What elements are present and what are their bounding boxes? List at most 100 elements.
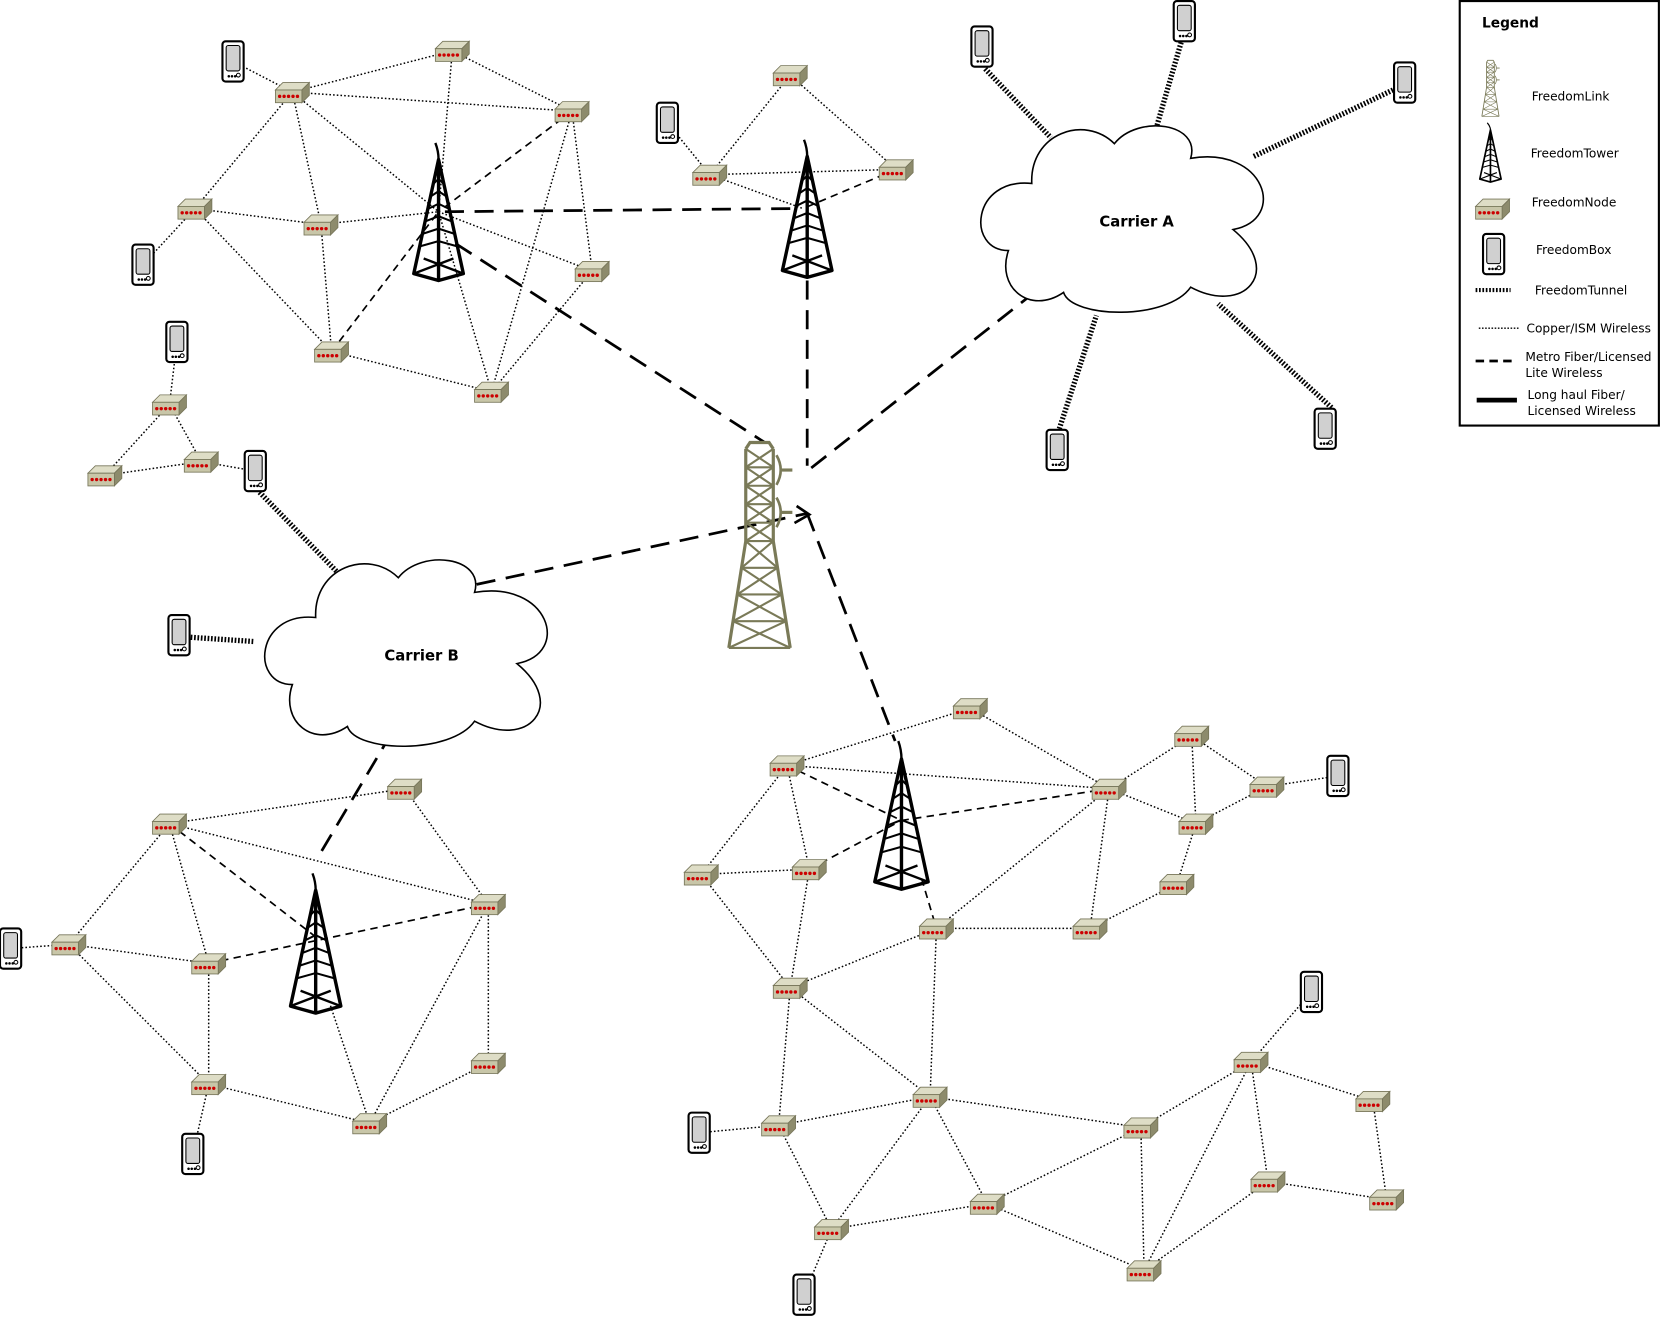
freedom-link-tower[interactable] <box>727 440 793 649</box>
freedom-node-icon[interactable] <box>190 952 227 975</box>
freedom-box-icon[interactable] <box>221 40 245 83</box>
freedom-tower-icon[interactable] <box>873 740 930 891</box>
legend-freedom-box-icon[interactable] <box>1481 232 1506 276</box>
freedom-tower-icon[interactable] <box>780 139 834 280</box>
arrowhead-icon <box>793 504 812 525</box>
freedom-box-icon[interactable] <box>243 449 267 493</box>
copper-ism-link <box>68 943 209 965</box>
metro-fiber-link <box>438 110 573 213</box>
freedom-node-icon[interactable] <box>386 778 423 801</box>
freedom-node-icon[interactable] <box>183 451 220 474</box>
copper-ism-link <box>1267 1180 1387 1201</box>
legend-freedom-node-icon[interactable] <box>1474 198 1511 221</box>
legend-label-freedomlink: FreedomLink <box>1532 90 1610 104</box>
legend-freedom-tower-icon[interactable] <box>1478 122 1502 183</box>
copper-ism-link <box>969 707 1110 790</box>
copper-ism-link <box>451 50 573 112</box>
freedom-node-icon[interactable] <box>769 754 806 778</box>
freedom-node-icon[interactable] <box>470 893 507 916</box>
freedom-node-icon[interactable] <box>772 64 809 87</box>
freedom-node-icon[interactable] <box>1248 776 1285 799</box>
freedom-node-icon[interactable] <box>878 158 915 181</box>
freedom-node-icon[interactable] <box>176 198 213 221</box>
freedom-box-icon[interactable] <box>687 1111 711 1154</box>
legend-label-copper: Copper/ISM Wireless <box>1526 321 1650 335</box>
copper-ism-link <box>320 210 439 226</box>
freedom-node-icon[interactable] <box>1158 873 1195 896</box>
freedom-node-icon[interactable] <box>683 863 720 887</box>
freedom-box-icon[interactable] <box>131 243 155 286</box>
freedom-node-icon[interactable] <box>190 1073 227 1096</box>
freedom-node-icon[interactable] <box>274 81 311 104</box>
freedom-node-icon[interactable] <box>151 813 188 836</box>
freedom-node-icon[interactable] <box>760 1114 797 1137</box>
freedom-node-icon[interactable] <box>434 40 471 63</box>
freedom-node-icon[interactable] <box>691 164 728 187</box>
freedom-box-icon[interactable] <box>1299 970 1324 1014</box>
freedom-node-icon[interactable] <box>1091 778 1128 801</box>
freedom-node-icon[interactable] <box>918 917 955 941</box>
freedom-box-icon[interactable] <box>167 614 191 657</box>
copper-ism-link <box>986 1126 1142 1205</box>
freedom-node-icon[interactable] <box>50 933 87 956</box>
freedom-node-icon[interactable] <box>554 100 591 123</box>
freedom-node-icon[interactable] <box>302 213 339 237</box>
metro-fiber-link <box>168 822 317 938</box>
freedom-node-icon[interactable] <box>151 393 188 417</box>
copper-ism-link <box>1143 1061 1252 1271</box>
freedom-node-icon[interactable] <box>313 340 350 364</box>
copper-ism-link <box>1176 823 1197 885</box>
legend-freedom-link-icon[interactable] <box>1481 59 1500 117</box>
freedom-node-icon[interactable] <box>1250 1170 1286 1194</box>
freedom-node-icon[interactable] <box>1122 1116 1159 1140</box>
freedom-box-icon[interactable] <box>1172 0 1196 43</box>
freedom-node-icon[interactable] <box>1072 917 1109 941</box>
freedom-box-icon[interactable] <box>1392 61 1417 104</box>
freedom-box-icon[interactable] <box>165 320 189 364</box>
freedom-tunnel <box>257 490 339 574</box>
copper-ism-link <box>789 927 937 989</box>
freedom-box-icon[interactable] <box>1313 407 1337 450</box>
freedom-node-icon[interactable] <box>470 1052 507 1075</box>
freedom-tunnel <box>1216 301 1334 410</box>
copper-ism-link <box>1140 1061 1252 1129</box>
copper-ism-link <box>789 987 931 1098</box>
copper-ism-link <box>777 1124 833 1230</box>
freedom-node-icon[interactable] <box>772 977 809 1000</box>
freedom-tunnel <box>1149 41 1184 142</box>
freedom-node-icon[interactable] <box>952 697 989 720</box>
freedom-box-icon[interactable] <box>655 101 680 144</box>
freedom-node-icon[interactable] <box>1233 1051 1270 1074</box>
freedom-node-icon[interactable] <box>1354 1090 1391 1113</box>
carrier-b-cloud[interactable]: Carrier B <box>265 560 548 746</box>
freedom-node-icon[interactable] <box>1368 1188 1405 1212</box>
freedom-box-icon[interactable] <box>181 1132 205 1176</box>
freedom-box-icon[interactable] <box>0 927 23 970</box>
freedom-node-icon[interactable] <box>351 1112 388 1135</box>
copper-ism-link <box>786 765 811 870</box>
freedom-tower-icon[interactable] <box>412 142 466 283</box>
freedom-box-icon[interactable] <box>1326 754 1350 798</box>
copper-ism-link <box>68 943 210 1085</box>
freedom-node-icon[interactable] <box>1126 1259 1163 1282</box>
freedom-node-icon[interactable] <box>1173 725 1210 748</box>
carrier-a-cloud[interactable]: Carrier A <box>981 126 1264 312</box>
freedom-node-icon[interactable] <box>969 1193 1006 1216</box>
freedom-box-icon[interactable] <box>1045 428 1069 472</box>
copper-ism-link <box>1089 788 1110 929</box>
freedom-node-icon[interactable] <box>1177 813 1214 836</box>
copper-ism-link <box>778 1096 931 1127</box>
freedom-node-icon[interactable] <box>912 1086 949 1109</box>
freedom-node-icon[interactable] <box>791 858 828 881</box>
freedom-node-icon[interactable] <box>813 1218 850 1241</box>
metro-fiber-link <box>208 903 489 965</box>
long-haul-link <box>444 207 795 214</box>
freedom-box-icon[interactable] <box>792 1273 816 1316</box>
freedom-node-icon[interactable] <box>574 260 611 283</box>
copper-ism-link <box>709 74 791 176</box>
freedom-node-icon[interactable] <box>473 381 510 404</box>
freedom-node-icon[interactable] <box>86 464 123 487</box>
freedom-tower-icon[interactable] <box>288 872 343 1015</box>
freedom-box-icon[interactable] <box>970 25 994 68</box>
